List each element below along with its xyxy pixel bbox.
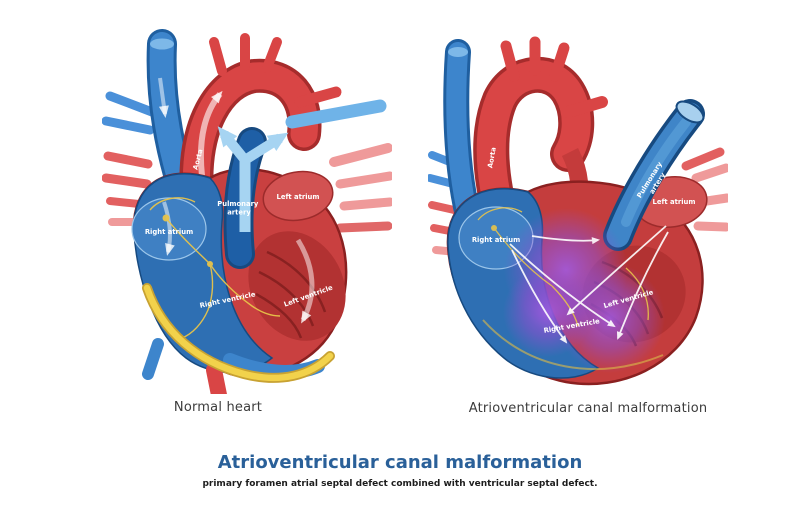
caption-malformation: Atrioventricular canal malformation <box>468 401 708 416</box>
avcanal-heart-illustration: Aorta Pulmonary artery Right atrium Left… <box>428 36 728 386</box>
right-pulmonary-artery <box>285 99 387 129</box>
mixing-flow-arrows <box>509 225 669 344</box>
label-pulmonary-artery: Pulmonary artery <box>217 200 261 217</box>
figure-subtitle: primary foramen atrial septal defect com… <box>202 479 598 489</box>
label-left-atrium: Left atrium <box>277 193 320 201</box>
label-right-atrium: Right atrium <box>145 228 193 236</box>
pulmonary-trunk <box>217 126 289 269</box>
normal-heart-illustration: Aorta Pulmonary artery Right atrium Left… <box>102 29 392 394</box>
pericardium-band <box>142 283 335 383</box>
superior-vena-cava <box>146 29 193 189</box>
left-ventricle-shape <box>248 231 346 341</box>
flow-arrows <box>162 201 315 324</box>
left-atrium-shape <box>262 170 334 222</box>
left-lung-vessels <box>102 91 157 226</box>
caption-normal-heart: Normal heart <box>173 400 263 415</box>
pulmonary-artery-tube <box>603 99 705 251</box>
label-left-atrium: Left atrium <box>653 198 696 206</box>
label-right-atrium: Right atrium <box>472 236 520 244</box>
label-aorta: Aorta <box>486 146 498 169</box>
aorta-arch <box>179 33 342 211</box>
pulmonary-veins <box>329 143 392 233</box>
conduction-system <box>477 207 664 371</box>
conduction-system <box>149 197 281 339</box>
figure-title: Atrioventricular canal malformation <box>217 452 583 473</box>
